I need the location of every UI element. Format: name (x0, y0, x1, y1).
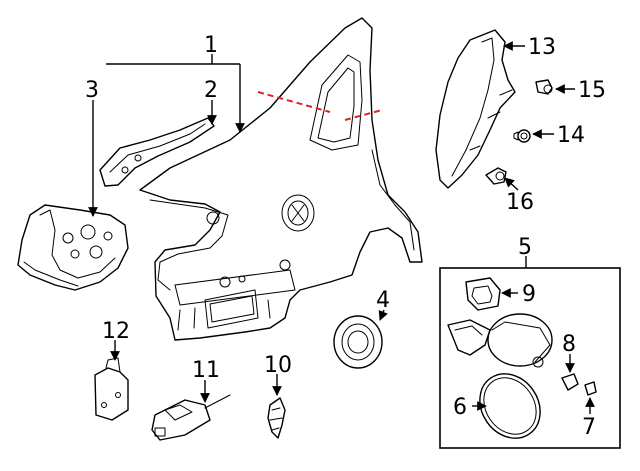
part-7 (584, 381, 597, 396)
part-8 (561, 373, 579, 391)
callout-14: 14 (557, 123, 585, 148)
leader-lines (88, 41, 595, 414)
callout-2: 2 (204, 78, 218, 103)
quarter-panel (139, 17, 423, 341)
callout-11: 11 (192, 358, 220, 383)
callout-6: 6 (453, 395, 467, 420)
wheelhouse-panel (17, 204, 129, 291)
fuel-door-assembly (447, 313, 553, 368)
bracket-12 (94, 357, 129, 421)
fuel-door-group-box (439, 267, 621, 449)
callout-7: 7 (582, 415, 596, 440)
callout-16: 16 (506, 190, 534, 215)
actuator-11 (151, 394, 231, 441)
callout-4: 4 (376, 288, 390, 313)
part-6 (479, 373, 541, 439)
callout-9: 9 (522, 282, 536, 307)
callout-15: 15 (578, 78, 606, 103)
callout-12: 12 (102, 319, 130, 344)
grommet-10 (267, 397, 286, 439)
callout-5: 5 (518, 235, 532, 260)
callout-8: 8 (562, 332, 576, 357)
fastener-16 (485, 167, 507, 185)
extension-bracket (99, 117, 215, 187)
fastener-14 (513, 129, 531, 143)
part-9 (465, 277, 501, 311)
callout-10: 10 (264, 353, 292, 378)
callout-labels: 1 2 3 4 5 6 7 8 9 10 11 12 13 15 14 16 (85, 33, 606, 440)
cut-line-right (344, 109, 383, 121)
callout-3: 3 (85, 78, 99, 103)
filler-housing (333, 315, 383, 369)
wheelhouse-liner (435, 29, 516, 189)
callout-13: 13 (528, 35, 556, 60)
fastener-15 (535, 79, 553, 95)
callout-1: 1 (204, 33, 218, 58)
cut-line-left (257, 91, 331, 113)
